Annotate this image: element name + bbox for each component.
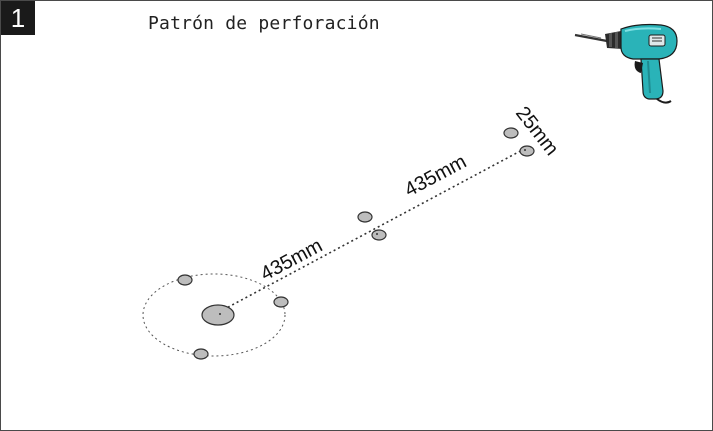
perimeter-hole <box>177 274 193 286</box>
dimension-label-first: 435mm <box>257 235 326 286</box>
center-hole-mark <box>219 313 221 315</box>
step-number-badge: 1 <box>1 1 35 35</box>
hole-center-mark <box>524 149 526 151</box>
hole-circle-guide <box>142 273 286 357</box>
dimension-line <box>218 147 527 313</box>
perimeter-hole <box>273 296 289 308</box>
mounting-hole <box>371 229 387 241</box>
dimension-label-second: 435mm <box>401 151 470 202</box>
perimeter-hole <box>193 348 209 360</box>
center-hole <box>201 304 235 326</box>
mounting-hole <box>357 211 373 223</box>
mounting-hole <box>503 127 519 139</box>
hole-center-mark <box>376 233 378 235</box>
mounting-hole <box>519 145 535 157</box>
page-title: Patrón de perforación <box>148 13 380 34</box>
power-drill-icon <box>574 23 678 104</box>
